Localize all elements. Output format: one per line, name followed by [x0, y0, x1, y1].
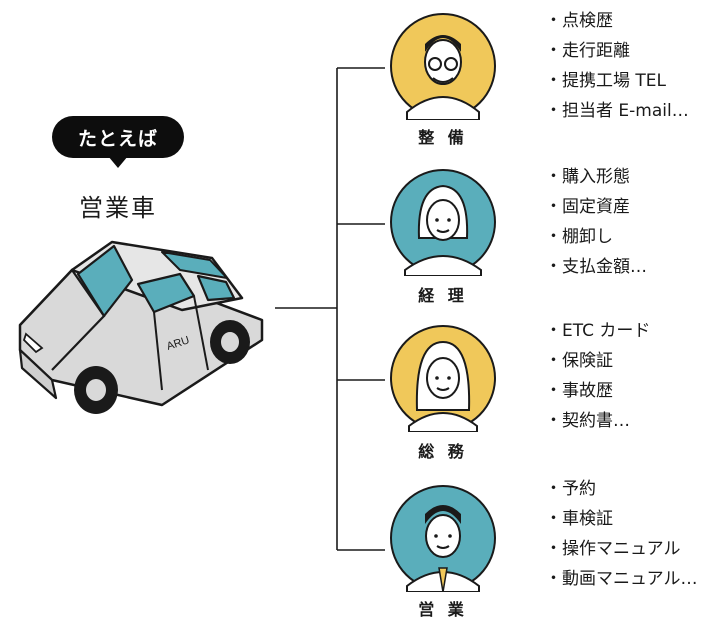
list-item: ETC カード — [545, 316, 650, 346]
list-item: 固定資産 — [545, 192, 647, 222]
list-item: 棚卸し — [545, 222, 647, 252]
accounting-items: 購入形態 固定資産 棚卸し 支払金額… — [545, 162, 647, 282]
role-label-sales: 営 業 — [418, 600, 468, 619]
list-item: 車検証 — [545, 504, 698, 534]
role-label-general-affairs: 総 務 — [418, 442, 468, 461]
example-badge: たとえば — [52, 116, 184, 158]
role-label-accounting: 経 理 — [418, 286, 468, 305]
vehicle-label: 営業車 — [79, 194, 157, 222]
list-item: 保険証 — [545, 346, 650, 376]
list-item: 予約 — [545, 474, 698, 504]
list-item: 支払金額… — [545, 252, 647, 282]
accountant-avatar-icon — [390, 169, 496, 276]
list-item: 点検歴 — [545, 6, 689, 36]
list-item: 走行距離 — [545, 36, 689, 66]
list-item: 提携工場 TEL — [545, 66, 689, 96]
car-icon: ARU — [18, 240, 264, 414]
list-item: 事故歴 — [545, 376, 650, 406]
badge-tail — [108, 156, 128, 168]
list-item: 購入形態 — [545, 162, 647, 192]
list-item: 担当者 E-mail… — [545, 96, 689, 126]
mechanic-avatar-icon — [390, 13, 496, 120]
sales-items: 予約 車検証 操作マニュアル 動画マニュアル… — [545, 474, 698, 594]
example-badge-label: たとえば — [77, 127, 158, 150]
role-label-maintenance: 整 備 — [418, 128, 468, 147]
list-item: 契約書… — [545, 406, 650, 436]
general-affairs-avatar-icon — [390, 325, 496, 432]
sales-avatar-icon — [390, 485, 496, 592]
list-item: 動画マニュアル… — [545, 564, 698, 594]
list-item: 操作マニュアル — [545, 534, 698, 564]
maintenance-items: 点検歴 走行距離 提携工場 TEL 担当者 E-mail… — [545, 6, 689, 126]
general-affairs-items: ETC カード 保険証 事故歴 契約書… — [545, 316, 650, 436]
